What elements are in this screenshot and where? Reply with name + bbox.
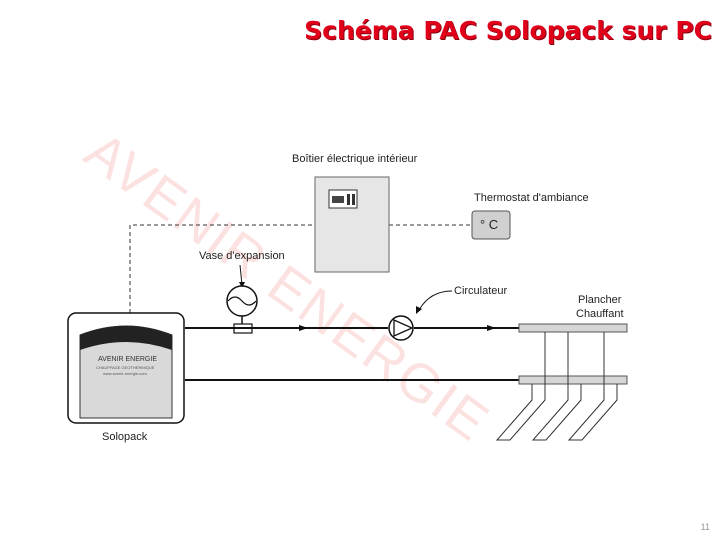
page-title: Schéma PAC Solopack sur PC [304, 16, 712, 45]
flow-arrow-2 [487, 325, 496, 331]
vase-leader-line [239, 264, 243, 286]
plancher-label-line1: Plancher [578, 294, 622, 306]
floor-loops [495, 332, 618, 441]
solopack-label: Solopack [102, 431, 148, 443]
unit-subtitle: CHAUFFAGE GEOTHERMIQUE [96, 365, 155, 370]
circulator-leader-arrow [416, 306, 422, 314]
vase-leader-arrow [239, 282, 245, 288]
thermostat-box [471, 210, 511, 240]
vase-label: Vase d'expansion [199, 250, 285, 262]
control-wire-solopack [129, 224, 315, 313]
manifold-return [518, 375, 628, 385]
plancher-label-line2: Chauffant [576, 308, 624, 320]
electrical-box-display-icon [328, 189, 358, 209]
solopack-unit [67, 312, 185, 424]
thermostat-label: Thermostat d'ambiance [474, 192, 589, 204]
boitier-label: Boîtier électrique intérieur [292, 153, 418, 165]
page-number: 11 [700, 522, 710, 532]
unit-brand: AVENIR ENERGIE [98, 356, 157, 363]
circulator-leader-line [418, 290, 453, 311]
thermostat-display: ° C [480, 217, 499, 232]
circulator-pump [388, 315, 414, 341]
unit-url: www.avenir-energie.com [103, 371, 147, 376]
circulateur-label: Circulateur [454, 285, 508, 297]
flow-arrow-1 [299, 325, 308, 331]
manifold-supply [518, 323, 628, 333]
